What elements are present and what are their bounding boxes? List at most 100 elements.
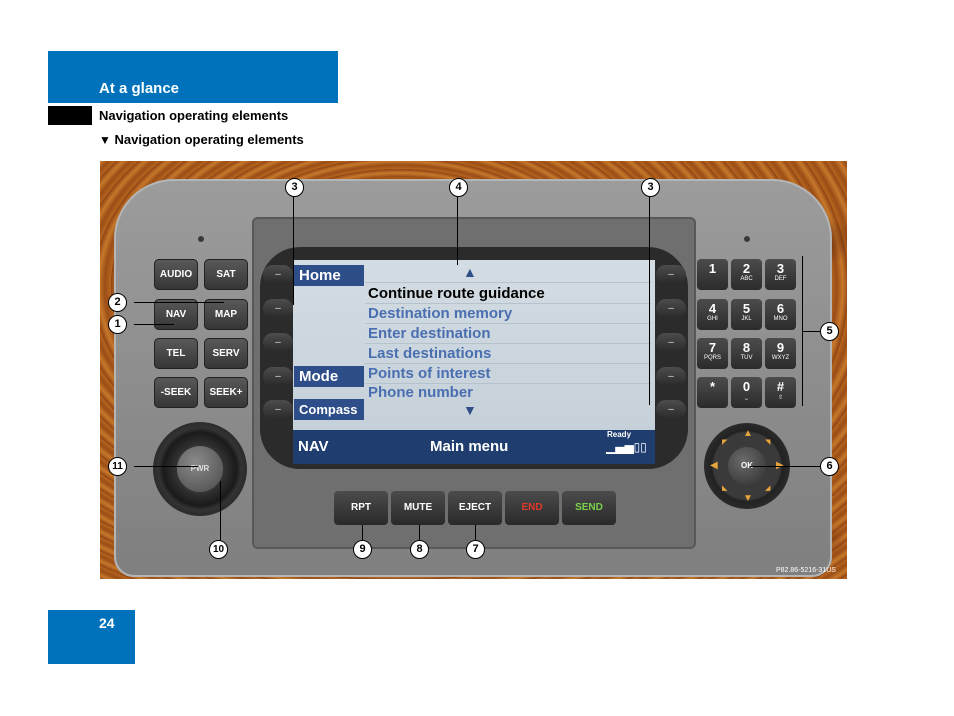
sat-button[interactable]: SAT [204,259,248,290]
callout-line [457,195,458,265]
arrow-down-right-icon[interactable]: ◢ [765,485,771,492]
compass-softlabel[interactable]: Compass [294,399,364,420]
home-softlabel[interactable]: Home [294,265,364,286]
callout-line [134,466,198,467]
arrow-left-icon[interactable]: ◀ [710,460,718,471]
tel-button[interactable]: TEL [154,338,198,369]
nav-button[interactable]: NAV [154,299,198,330]
signal-strength-icon: ▁▄▅▯▯ [606,440,647,454]
callout-3-left: 3 [285,178,304,197]
menu-item-enter-destination[interactable]: Enter destination [368,325,491,342]
callout-3-right: 3 [641,178,660,197]
mute-button[interactable]: MUTE [391,491,445,525]
soft-key-left-3[interactable]: – [263,333,293,352]
mode-softlabel[interactable]: Mode [294,366,364,387]
soft-key-left-4[interactable]: – [263,367,293,386]
soft-key-right-4[interactable]: – [656,367,686,386]
soft-key-left-1[interactable]: – [263,265,293,284]
callout-line [649,195,650,405]
serv-button[interactable]: SERV [204,338,248,369]
device-photo: AUDIO SAT NAV MAP TEL SERV -SEEK SEEK+ P… [100,161,847,579]
header-marker [48,106,92,125]
soft-key-right-1[interactable]: – [656,265,686,284]
eject-button[interactable]: EJECT [448,491,502,525]
menu-divider [365,323,651,324]
menu-item-phone-number[interactable]: Phone number [368,384,474,401]
callout-2: 2 [108,293,127,312]
arrow-down-icon[interactable]: ▼ [743,493,753,504]
callout-line [750,466,820,467]
menu-divider [365,343,651,344]
soft-key-right-3[interactable]: – [656,333,686,352]
callout-line [362,525,363,541]
arrow-down-left-icon[interactable]: ◣ [722,485,728,492]
section-title: ▼ Navigation operating elements [99,132,304,147]
callout-1: 1 [108,315,127,334]
seek-down-button[interactable]: -SEEK [154,377,198,408]
arrow-up-right-icon[interactable]: ◥ [765,439,771,446]
callout-9: 9 [353,540,372,559]
send-call-button[interactable]: SEND [562,491,616,525]
menu-divider [365,303,651,304]
led-right [744,236,750,242]
triangle-down-icon: ▼ [99,133,111,147]
soft-key-right-5[interactable]: – [656,400,686,419]
key-star[interactable]: * [697,377,728,408]
menu-divider [365,282,651,283]
status-mode: NAV [298,438,329,455]
arrow-up-left-icon[interactable]: ◤ [722,439,728,446]
callout-line [293,195,294,305]
scroll-up-icon: ▲ [463,264,477,280]
callout-line [802,331,820,332]
audio-button[interactable]: AUDIO [154,259,198,290]
callout-line [802,256,803,406]
menu-item-last-destinations[interactable]: Last destinations [368,345,492,362]
callout-5: 5 [820,322,839,341]
menu-item-points-of-interest[interactable]: Points of interest [368,365,491,382]
soft-key-left-5[interactable]: – [263,400,293,419]
arrow-up-icon[interactable]: ▲ [743,428,753,439]
callout-line [134,302,224,303]
end-call-button[interactable]: END [505,491,559,525]
key-1[interactable]: 1 [697,259,728,290]
section-title-text: Navigation operating elements [114,132,304,147]
key-0[interactable]: 0⎵ [731,377,762,408]
callout-line [220,481,221,541]
map-button[interactable]: MAP [204,299,248,330]
part-number: P82.86-5216-31US [776,567,836,574]
callout-line [475,525,476,541]
scroll-down-icon: ▼ [463,402,477,418]
status-bar: NAV Main menu Ready ▁▄▅▯▯ [293,430,655,464]
seek-up-button[interactable]: SEEK+ [204,377,248,408]
callout-6: 6 [820,457,839,476]
arrow-right-icon[interactable]: ▶ [776,460,784,471]
status-menu-title: Main menu [430,438,509,455]
header-subsection: Navigation operating elements [99,108,289,123]
volume-knob[interactable]: PWR [153,422,247,516]
menu-item-destination-memory[interactable]: Destination memory [368,305,513,322]
soft-key-left-2[interactable]: – [263,299,293,318]
key-hash[interactable]: #⇧ [765,377,796,408]
callout-line [134,324,174,325]
status-ready: Ready [607,430,632,439]
rpt-button[interactable]: RPT [334,491,388,525]
display-screen: Home Mode Compass ▲ Continue route guida… [293,260,655,464]
power-button[interactable]: PWR [177,446,223,492]
menu-divider [365,363,651,364]
callout-11: 11 [108,457,127,476]
callout-line [419,525,420,541]
soft-key-right-2[interactable]: – [656,299,686,318]
led-left [198,236,204,242]
menu-item-continue-route[interactable]: Continue route guidance [368,285,545,302]
callout-4: 4 [449,178,468,197]
callout-7: 7 [466,540,485,559]
page-number: 24 [99,615,115,631]
